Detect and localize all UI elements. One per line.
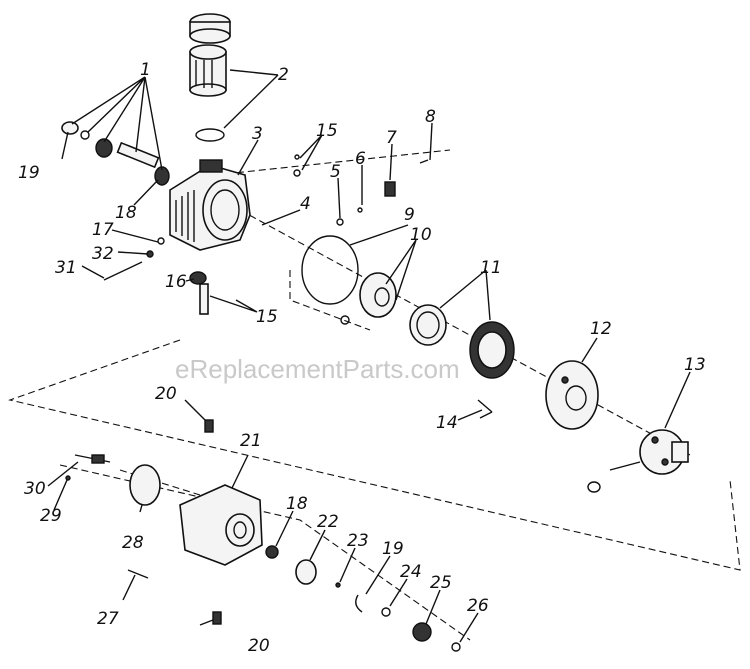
callout-16: 16 (165, 272, 187, 292)
callout-8: 8 (425, 107, 436, 127)
callout-26: 26 (467, 596, 489, 616)
callout-31: 31 (55, 258, 77, 278)
small-fittings (103, 237, 493, 419)
callout-23: 23 (347, 531, 369, 551)
watermark: eReplacementParts.com (175, 354, 460, 384)
callout-13: 13 (684, 355, 706, 375)
callout-14: 14 (436, 413, 458, 433)
callout-19-top: 19 (18, 163, 40, 183)
assembly-axis-lines (8, 149, 741, 641)
callout-19-bottom: 19 (382, 539, 404, 559)
callout-21: 21 (240, 431, 262, 451)
part-11-rings (409, 304, 515, 379)
callout-18-top: 18 (115, 203, 137, 223)
callout-17: 17 (92, 220, 114, 240)
part-28-seal-ring (129, 464, 161, 506)
callout-24: 24 (400, 562, 422, 582)
part-3-pump-housing (169, 159, 251, 251)
callout-3: 3 (252, 124, 263, 144)
callout-25: 25 (430, 573, 452, 593)
part-21-front-cover (179, 419, 263, 625)
leader-lines (47, 69, 691, 643)
callout-5: 5 (330, 162, 341, 182)
part-9-o-ring (301, 235, 359, 305)
callout-28: 28 (122, 533, 144, 553)
callout-10: 10 (410, 225, 432, 245)
part-2-filter-assembly (189, 13, 231, 142)
parts-5-8-pins (293, 154, 429, 226)
callout-27: 27 (97, 609, 119, 629)
callout-2: 2 (278, 65, 289, 85)
part-13-hub (587, 429, 689, 493)
callout-32: 32 (92, 244, 114, 264)
callout-9: 9 (404, 205, 415, 225)
callout-29: 29 (40, 506, 62, 526)
callout-18-bottom: 18 (286, 494, 308, 514)
part-30-valve (65, 454, 149, 579)
callout-20-bottom: 20 (248, 636, 270, 656)
part-10-rotor (340, 272, 397, 325)
callout-6: 6 (355, 149, 366, 169)
callout-15-bottom: 15 (256, 307, 278, 327)
callout-11: 11 (480, 258, 502, 278)
callout-7: 7 (386, 128, 397, 148)
parts-22-26-bearings (265, 545, 461, 652)
part-12-end-plate (545, 360, 599, 430)
callout-12: 12 (590, 319, 612, 339)
callout-labels: 1 2 3 4 5 6 7 8 9 10 11 12 13 14 15 15 1… (18, 60, 706, 656)
callout-22: 22 (317, 512, 339, 532)
part-1-shaft-assembly (61, 121, 170, 186)
callout-15-top: 15 (316, 121, 338, 141)
callout-4: 4 (300, 194, 311, 214)
callout-30: 30 (24, 479, 46, 499)
callout-20-top: 20 (155, 384, 177, 404)
callout-1: 1 (140, 60, 151, 80)
